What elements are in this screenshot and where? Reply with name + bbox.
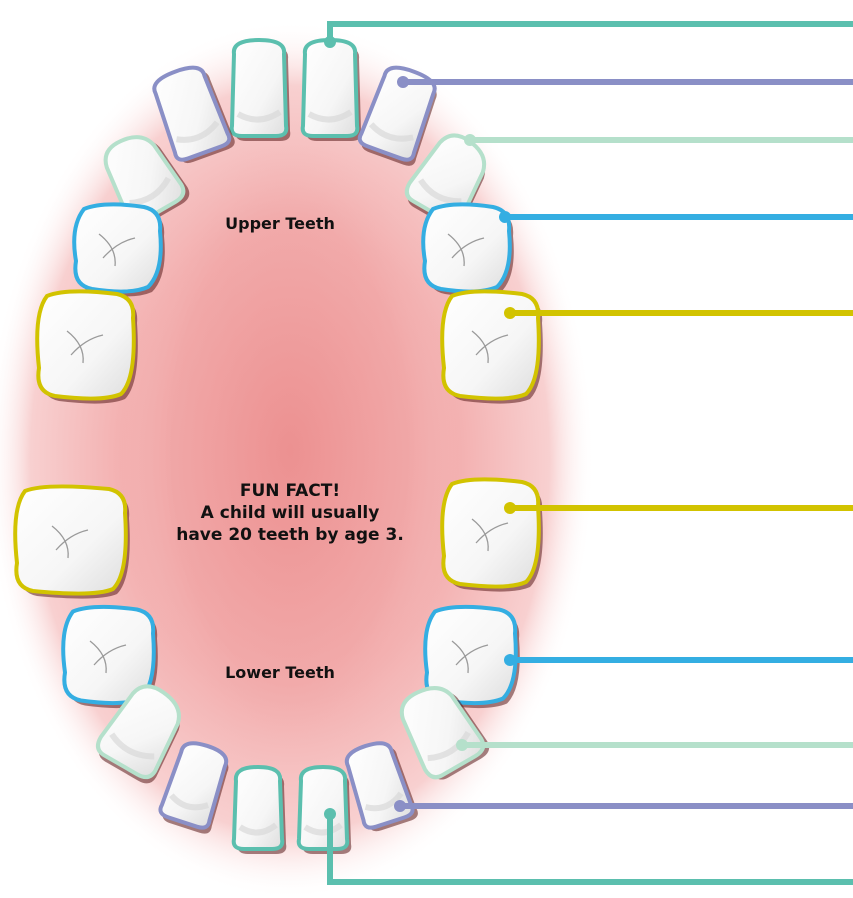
tooth-body [15, 486, 126, 593]
leader-dot-lower-right-canine [456, 739, 468, 751]
fun-fact-line-1: A child will usually [130, 502, 450, 524]
leader-dot-lower-right-lateral-incisor [394, 800, 406, 812]
leader-line-upper-right-central-incisor [330, 24, 853, 42]
leader-dot-upper-right-first-molar [499, 211, 511, 223]
leader-dot-lower-right-first-molar [504, 654, 516, 666]
leader-dot-upper-right-lateral-incisor [397, 76, 409, 88]
upper-right-central-incisor [303, 40, 362, 141]
tooth-body [234, 767, 283, 849]
lower-right-central-incisor [299, 767, 352, 854]
tooth-body [423, 204, 510, 291]
upper-teeth-label: Upper Teeth [150, 214, 410, 233]
lower-left-central-incisor [234, 767, 287, 854]
tooth-body [299, 767, 348, 849]
upper-right-second-molar [442, 291, 543, 403]
leader-dot-upper-right-central-incisor [324, 36, 336, 48]
leader-dot-lower-right-second-molar [504, 502, 516, 514]
fun-fact-title: FUN FACT! [130, 480, 450, 502]
fun-fact-box: FUN FACT! A child will usually have 20 t… [130, 480, 450, 546]
lower-right-second-molar [442, 479, 543, 591]
tooth-body [74, 204, 161, 291]
tooth-body [37, 291, 134, 398]
leader-dot-lower-right-central-incisor [324, 808, 336, 820]
tooth-body [442, 479, 539, 586]
fun-fact-line-2: have 20 teeth by age 3. [130, 524, 450, 546]
tooth-body [442, 291, 539, 398]
lower-teeth-label: Lower Teeth [150, 663, 410, 682]
lower-left-second-molar [15, 486, 130, 598]
upper-left-central-incisor [232, 40, 291, 141]
leader-dot-upper-right-canine [464, 134, 476, 146]
leader-dot-upper-right-second-molar [504, 307, 516, 319]
upper-left-second-molar [37, 291, 138, 403]
